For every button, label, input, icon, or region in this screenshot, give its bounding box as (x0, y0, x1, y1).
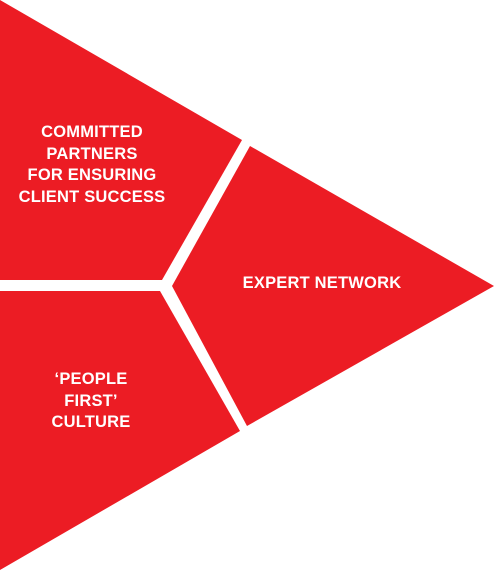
segment-bottom-label: ‘PEOPLE FIRST’ CULTURE (51, 370, 131, 431)
segment-right (172, 146, 494, 426)
segment-top (0, 0, 242, 280)
segment-right-label: EXPERT NETWORK (242, 274, 402, 292)
segment-bottom (0, 291, 240, 570)
segment-top-label: COMMITTED PARTNERS FOR ENSURING CLIENT S… (18, 123, 166, 206)
